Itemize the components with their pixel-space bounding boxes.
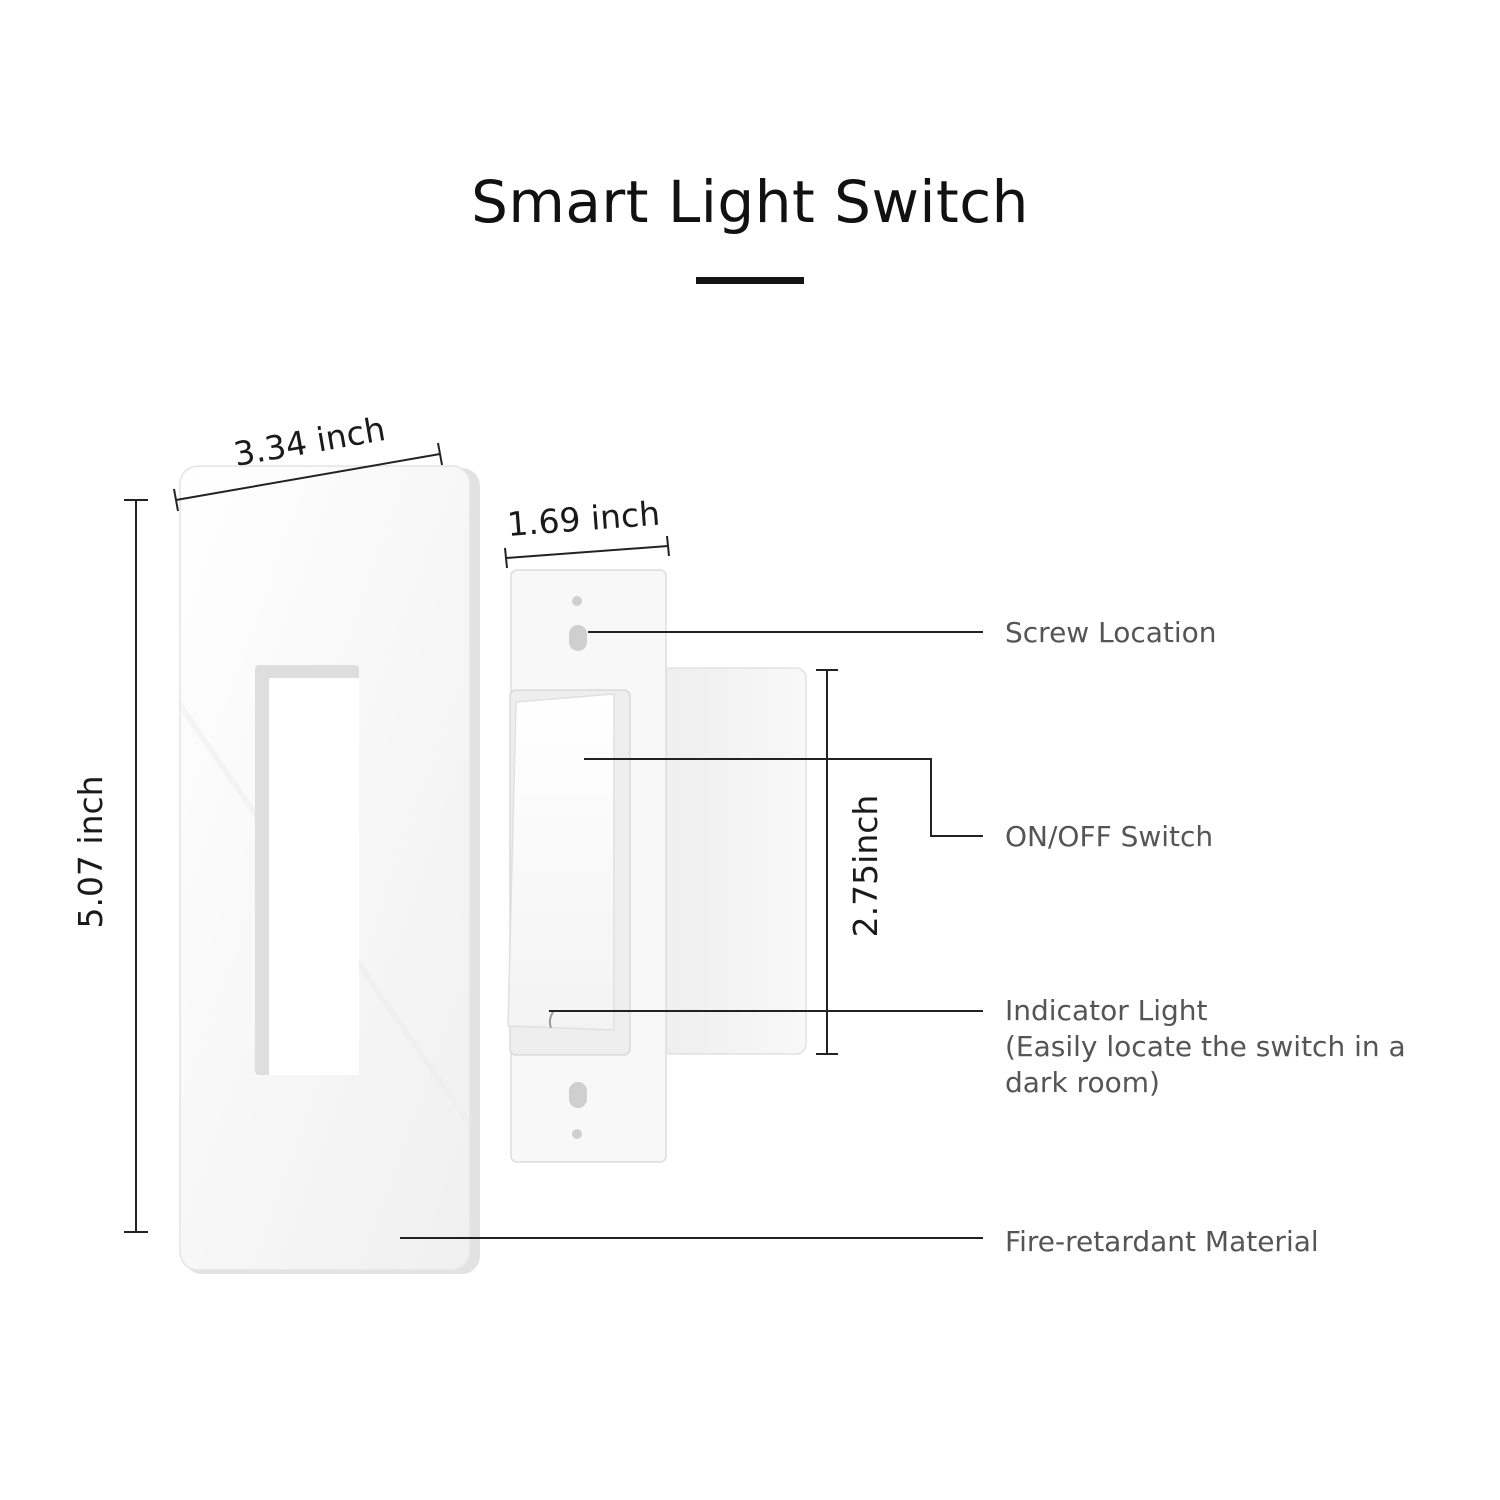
plate-height-label: 5.07 inch [71, 775, 110, 928]
strap-hole-top [572, 596, 582, 606]
wall-plate [179, 465, 480, 1274]
switch-height-label: 2.75inch [846, 795, 885, 938]
leader-on-off-switch [584, 758, 983, 837]
plate-width-label: 3.34 inch [231, 409, 389, 474]
title-underline [696, 277, 804, 284]
callout-indicator-light: Indicator Light (Easily locate the switc… [1005, 993, 1406, 1101]
indicator-light-note-line1: (Easily locate the switch in a [1005, 1030, 1406, 1063]
callout-screw-location: Screw Location [1005, 616, 1217, 649]
dim-tick-plate-width-right [437, 442, 443, 466]
plate-opening [269, 678, 359, 1075]
strap-hole-bottom [572, 1129, 582, 1139]
dimension-plate-width [173, 442, 443, 512]
callout-on-off-switch: ON/OFF Switch [1005, 820, 1214, 853]
indicator-light-title: Indicator Light [1005, 994, 1208, 1027]
dimension-plate-height [124, 499, 148, 1233]
switch-module [507, 569, 807, 1163]
screw-slot-bottom [569, 1082, 587, 1108]
leader-lines [400, 631, 983, 1239]
indicator-light-note-line2: dark room) [1005, 1066, 1160, 1099]
dim-tick-switch-width-right [666, 535, 670, 557]
dim-tick-switch-width-left [504, 547, 508, 569]
switch-housing [659, 667, 807, 1055]
dim-line-switch-width [505, 545, 669, 559]
dimension-switch-width [504, 535, 670, 569]
page-title: Smart Light Switch [471, 168, 1029, 236]
dim-tick-plate-width-left [173, 488, 179, 512]
dimension-switch-height [816, 669, 838, 1055]
dim-line-plate-width [175, 453, 441, 501]
screw-slot-top [569, 625, 587, 651]
indicator-light-icon [548, 1011, 554, 1029]
switch-width-label: 1.69 inch [506, 494, 662, 544]
callout-material: Fire-retardant Material [1005, 1225, 1319, 1258]
rocker-paddle [507, 693, 615, 1031]
